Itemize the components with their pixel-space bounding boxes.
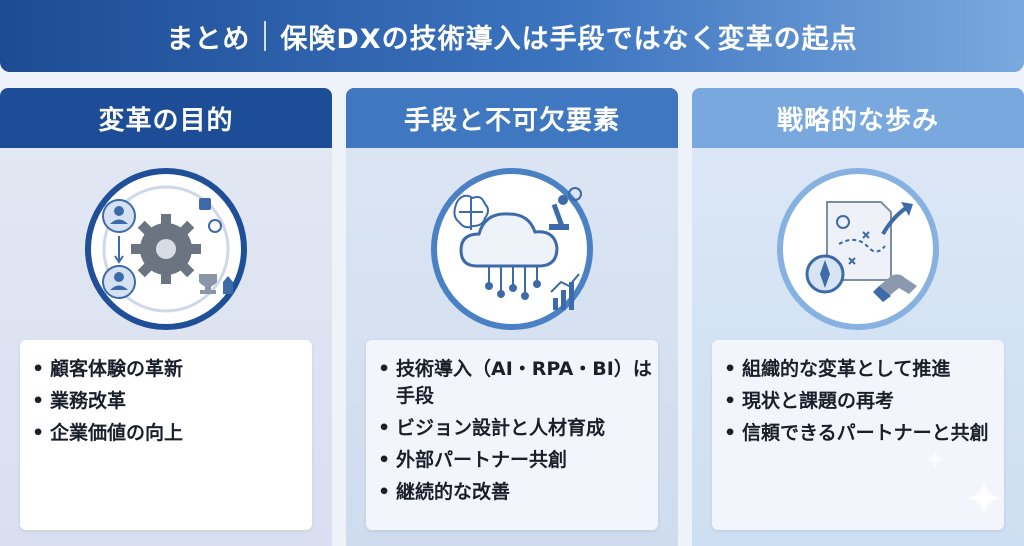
card-bullet-panel: 顧客体験の革新 業務改革 企業価値の向上 [20,340,312,530]
card-bullet-panel: 組織的な変革として推進 現状と課題の再考 信頼できるパートナーと共創 [712,340,1004,530]
card-heading: 手段と不可欠要素 [346,88,678,148]
list-item: 技術導入（AI・RPA・BI）は手段 [378,356,658,410]
list-item: 継続的な改善 [378,479,658,506]
card-strategy: 戦略的な歩み 組織的な変革として推進 現状と課題の再考 信頼できるパートナーと共… [692,88,1024,546]
card-purpose: 変革の目的 [0,88,332,546]
banner-title-right: 保険DXの技術導入は手段ではなく変革の起点 [280,23,858,55]
banner-title-left: まとめ [166,23,251,55]
banner-divider [264,21,267,51]
list-item: 現状と課題の再考 [724,388,1004,415]
card-heading: 変革の目的 [0,88,332,148]
card-means: 手段と不可欠要素 [346,88,678,546]
sparkle-icon [924,448,946,470]
list-item: ビジョン設計と人材育成 [378,415,658,442]
list-item: 組織的な変革として推進 [724,356,1004,383]
cloud-ai-icon [431,168,593,330]
list-item: 企業価値の向上 [32,420,312,447]
card-bullet-panel: 技術導入（AI・RPA・BI）は手段 ビジョン設計と人材育成 外部パートナー共創… [366,340,658,530]
list-item: 信頼できるパートナーと共創 [724,420,1004,447]
sparkle-icon [966,480,1002,516]
page-title-banner: まとめ 保険DXの技術導入は手段ではなく変革の起点 [0,0,1024,72]
card-heading: 戦略的な歩み [692,88,1024,148]
gear-cycle-icon [85,168,247,330]
list-item: 業務改革 [32,388,312,415]
list-item: 外部パートナー共創 [378,447,658,474]
strategy-map-icon [777,168,939,330]
list-item: 顧客体験の革新 [32,356,312,383]
